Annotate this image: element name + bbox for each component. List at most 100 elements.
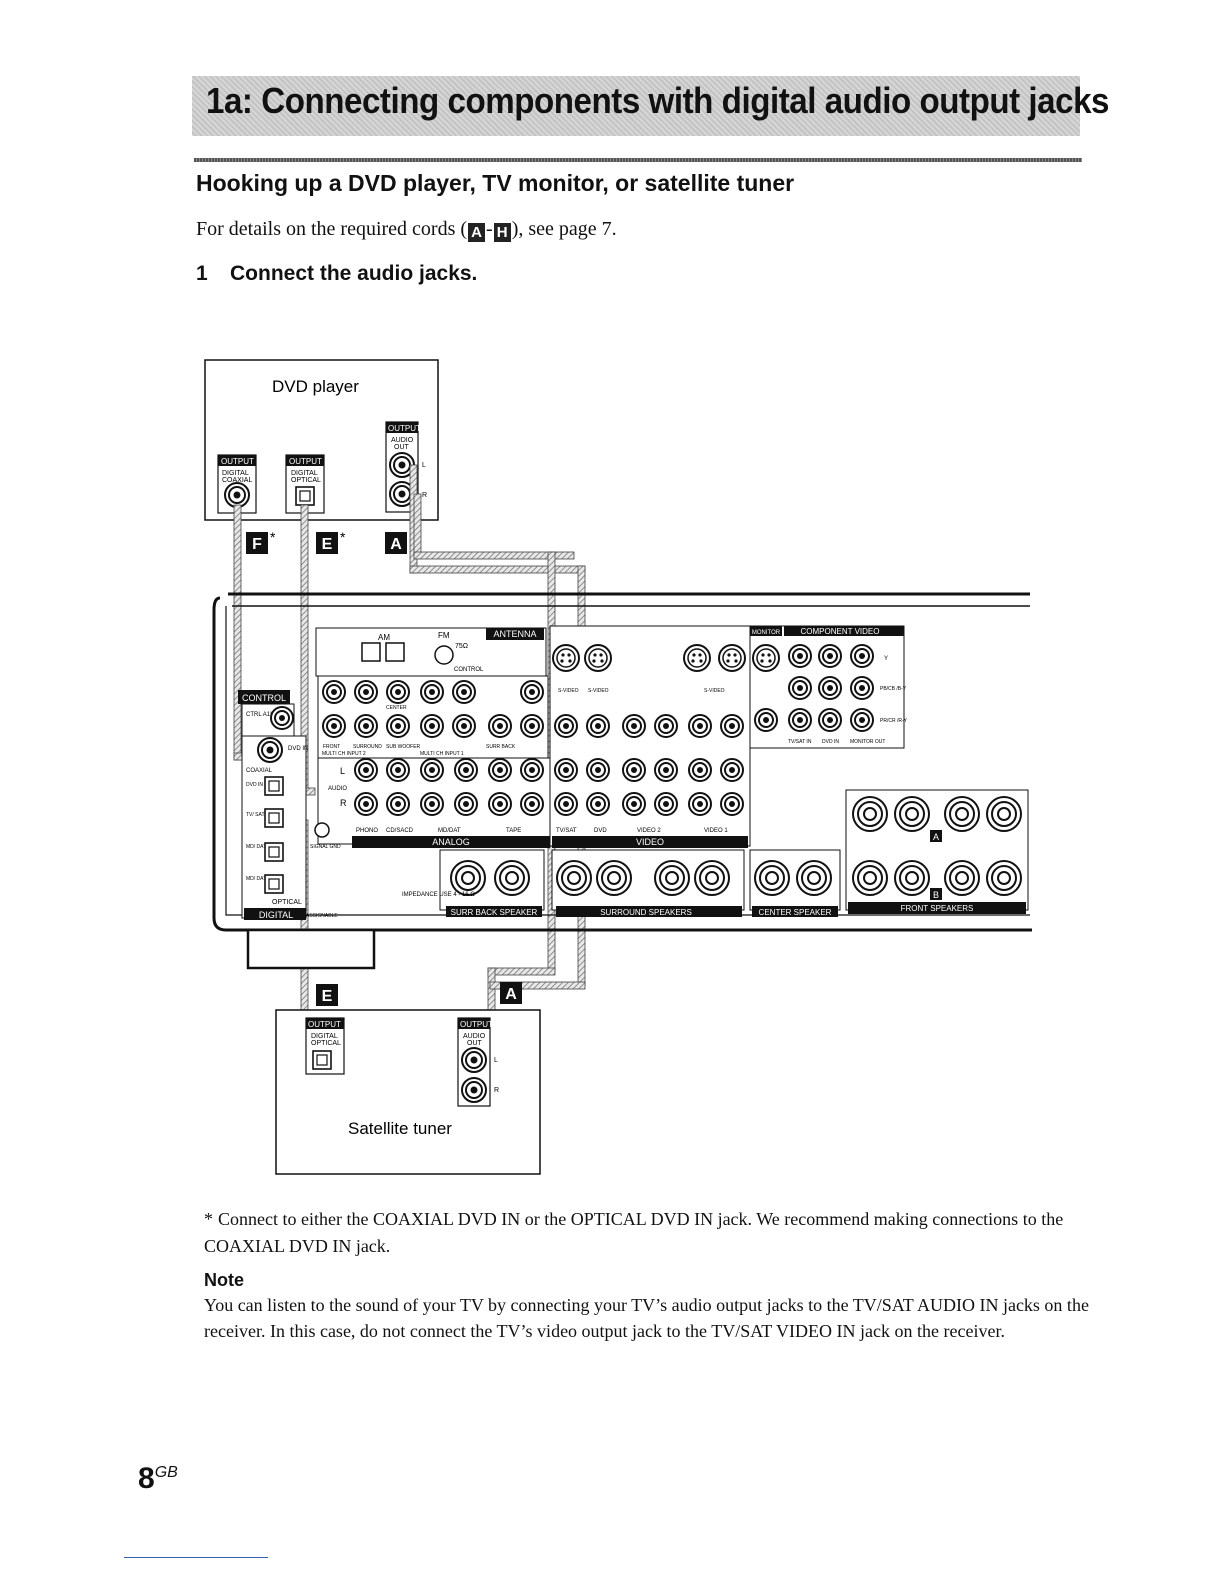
dvd-audio-line2: OUT: [394, 444, 410, 451]
step-text: Connect the audio jacks.: [230, 262, 478, 285]
signal-gnd-icon: [314, 822, 330, 838]
page-number-value: 8: [138, 1462, 155, 1495]
heading-rule: [194, 158, 1082, 162]
cord-label-f: F: [252, 536, 262, 553]
mddat-in-label: MD/ DAT IN: [246, 844, 273, 850]
sat-r-label: R: [494, 1087, 499, 1094]
fm-label: FM: [438, 631, 450, 640]
center-spk-icon-2: [796, 860, 832, 896]
cord-label-e-lower: E: [322, 988, 333, 1005]
cdsacd-label: CD/SACD: [386, 828, 414, 834]
surround-speakers-label: SURROUND SPEAKERS: [600, 908, 692, 917]
coaxial-dvd-in-jack-icon: [257, 737, 283, 763]
surround-spk-icon-4: [694, 860, 730, 896]
sub-woofer-label: SUB WOOFER: [386, 744, 421, 750]
surr-back-speaker-label: SURR BACK SPEAKER: [451, 908, 538, 917]
video-label: VIDEO: [636, 837, 664, 847]
monitor-out-label: MONITOR OUT: [850, 739, 885, 745]
dvd-in-label: DVD IN: [822, 739, 839, 745]
dvd-opt-line1: DIGITAL: [291, 470, 318, 477]
center-speaker-label: CENTER SPEAKER: [759, 908, 832, 917]
tvsat-in-label: TV/SAT IN: [788, 739, 812, 745]
tape-label: TAPE: [506, 828, 521, 834]
cord-label-a-lower: A: [505, 986, 517, 1003]
optical-mddat-out-icon: [264, 874, 284, 894]
dvd-coax-line2: COAXIAL: [222, 477, 252, 484]
sat-audio-r-jack-icon: [461, 1077, 487, 1103]
cord-key-end: H: [493, 223, 511, 242]
am-terminal-icon: [361, 642, 381, 662]
ctrl-a1-label: CTRL A1II: [246, 712, 274, 718]
mddat-label: MD/DAT: [438, 828, 461, 834]
antenna-label: ANTENNA: [493, 629, 536, 639]
dvd-opt-line2: OPTICAL: [291, 477, 321, 484]
front-b-label: B: [933, 890, 939, 900]
sat-opt-line2: OPTICAL: [311, 1040, 341, 1047]
am-terminal-2-icon: [385, 642, 405, 662]
footnote-text: Connect to either the COAXIAL DVD IN or …: [204, 1209, 1064, 1256]
sat-opt-tag: OUTPUT: [308, 1020, 341, 1029]
coax-dvd-in-label: DVD IN: [288, 746, 308, 752]
multi-ch-1-label: MULTI CH INPUT 1: [420, 751, 464, 757]
dvd-audio-tag: OUTPUT: [388, 424, 421, 433]
dvd-optical-jack-icon: [295, 486, 315, 506]
note-heading: Note: [204, 1270, 244, 1290]
dvd-audio-line1: AUDIO: [391, 437, 414, 444]
dvd-coaxial-jack-icon: [224, 482, 250, 508]
analog-label: ANALOG: [432, 837, 470, 847]
front-b-spk-icon-4: [986, 860, 1022, 896]
signal-gnd-label: SIGNAL GND: [310, 844, 341, 850]
component-video-label: COMPONENT VIDEO: [801, 627, 880, 636]
section-title: 1a: Connecting components with digital a…: [206, 80, 1110, 121]
step-number: 1: [196, 262, 208, 285]
mddat-out-label: MD/ DAT OUT: [246, 876, 278, 882]
page-number-suffix: GB: [154, 1464, 178, 1481]
monitor-svideo-icon: [752, 644, 780, 672]
optical-mddat-in-icon: [264, 842, 284, 862]
impedance-label: IMPEDANCE USE 4 - 16 Ω: [402, 892, 475, 898]
sat-l-label: L: [494, 1057, 498, 1064]
front-a-spk-icon-2: [894, 796, 930, 832]
surr-back-spk-icon-1: [450, 860, 486, 896]
audio-r-label: R: [340, 798, 347, 808]
tvsat-in-opt-label: TV/ SAT IN: [246, 812, 271, 818]
phono-label: PHONO: [356, 828, 378, 834]
dvd-label: DVD: [594, 828, 607, 834]
video1-label: VIDEO 1: [704, 828, 728, 834]
y-label: Y: [884, 656, 888, 662]
dvd-coax-line1: DIGITAL: [222, 470, 249, 477]
page-number: 8GB: [138, 1462, 178, 1496]
surround-spk-icon-2: [596, 860, 632, 896]
step-heading: 1 Connect the audio jacks.: [196, 262, 477, 286]
surr-back-label: SURR BACK: [486, 744, 516, 750]
sat-audio-line1: AUDIO: [463, 1033, 486, 1040]
front-b-spk-icon-1: [852, 860, 888, 896]
sat-audio-line2: OUT: [467, 1040, 483, 1047]
satellite-tuner-title: Satellite tuner: [348, 1119, 452, 1138]
dvd-l-label: L: [422, 462, 426, 469]
optical-tvsat-in-icon: [264, 808, 284, 828]
ctrl-a1-jack-icon: [270, 706, 294, 730]
dvd-player-title: DVD player: [272, 377, 359, 396]
audio-l-label: L: [340, 766, 345, 776]
connection-diagram: DVD player OUTPUT DIGITAL COAXIAL OUTPUT…: [204, 359, 1032, 1175]
optical-dvd-in-icon: [264, 776, 284, 796]
svideo-label-1: S-VIDEO: [558, 688, 579, 694]
video2-label: VIDEO 2: [637, 828, 661, 834]
surround-spk-icon-3: [654, 860, 690, 896]
optical-label: OPTICAL: [272, 899, 302, 906]
front-b-spk-icon-3: [944, 860, 980, 896]
sat-opt-line1: DIGITAL: [311, 1033, 338, 1040]
surround-spk-icon-1: [556, 860, 592, 896]
cord-label-e-mark: *: [340, 529, 346, 545]
fm-connector-icon: [434, 645, 454, 665]
monitor-label: MONITOR: [752, 630, 781, 636]
section-banner: 1a: Connecting components with digital a…: [192, 76, 1109, 136]
cord-label-a: A: [390, 536, 402, 553]
surr-back-spk-icon-2: [494, 860, 530, 896]
prcr-label: PR/CR /R-Y: [880, 718, 908, 724]
component-video-jacks: [788, 644, 874, 732]
center-spk-icon-1: [754, 860, 790, 896]
sat-audio-l-jack-icon: [461, 1047, 487, 1073]
dvd-r-label: R: [422, 492, 427, 499]
